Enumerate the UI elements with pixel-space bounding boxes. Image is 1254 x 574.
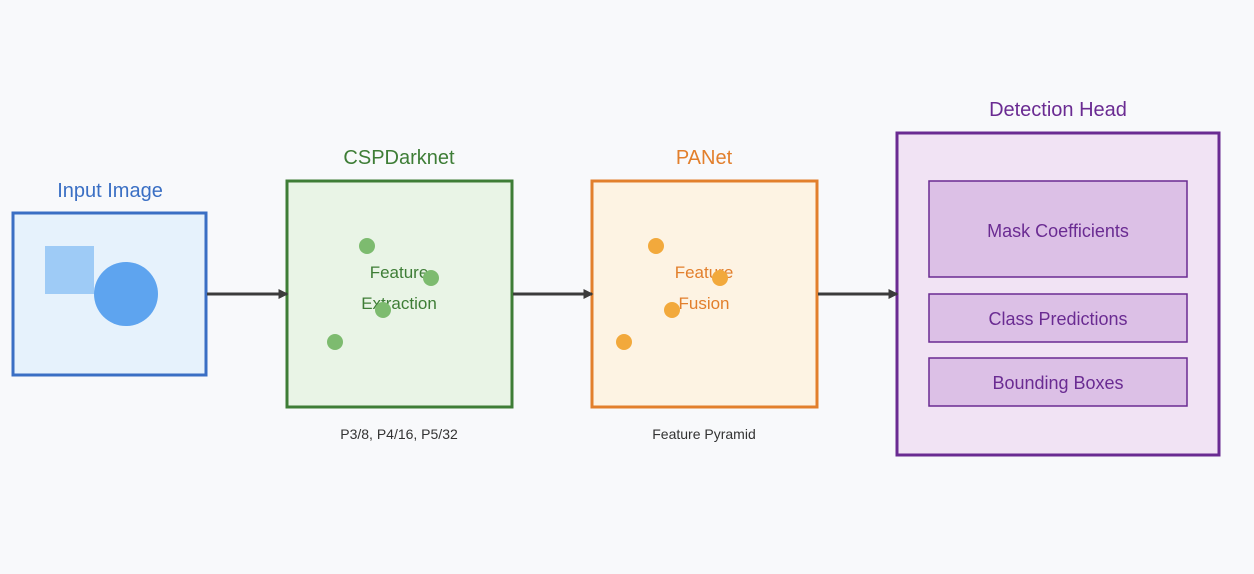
bounding-boxes-label: Bounding Boxes <box>992 373 1123 393</box>
cspdarknet-feature-dot <box>375 302 391 318</box>
cspdarknet-feature-dot <box>359 238 375 254</box>
panet-title: PANet <box>676 147 733 169</box>
panet-block: PANet Feature Fusion Feature Pyramid <box>590 147 819 442</box>
detection-head-block: Detection Head Mask Coefficients Class P… <box>895 99 1221 457</box>
class-predictions-label: Class Predictions <box>988 309 1127 329</box>
cspdarknet-label-line1: Feature <box>370 263 429 282</box>
class-predictions-box <box>928 293 1188 343</box>
detection-head-title: Detection Head <box>989 99 1127 121</box>
panet-feature-dot <box>712 270 728 286</box>
panet-feature-dot <box>648 238 664 254</box>
panet-label-line2: Fusion <box>678 294 729 313</box>
input-image-circle-shape <box>94 262 158 326</box>
panet-box <box>590 179 819 409</box>
bounding-boxes-box <box>928 357 1188 407</box>
cspdarknet-caption: P3/8, P4/16, P5/32 <box>340 426 458 442</box>
cspdarknet-feature-dot <box>327 334 343 350</box>
cspdarknet-feature-dot <box>423 270 439 286</box>
mask-coefficients-label: Mask Coefficients <box>987 221 1129 241</box>
input-image-title: Input Image <box>57 180 163 202</box>
cspdarknet-title: CSPDarknet <box>343 147 455 169</box>
mask-coefficients-box <box>928 180 1188 278</box>
panet-feature-dot <box>664 302 680 318</box>
input-image-block: Input Image <box>11 180 208 377</box>
cspdarknet-box <box>285 179 514 409</box>
panet-feature-dot <box>616 334 632 350</box>
panet-caption: Feature Pyramid <box>652 426 755 442</box>
cspdarknet-block: CSPDarknet Feature Extraction P3/8, P4/1… <box>285 147 514 442</box>
input-image-square-shape <box>45 246 94 294</box>
cspdarknet-label-line2: Extraction <box>361 294 437 313</box>
